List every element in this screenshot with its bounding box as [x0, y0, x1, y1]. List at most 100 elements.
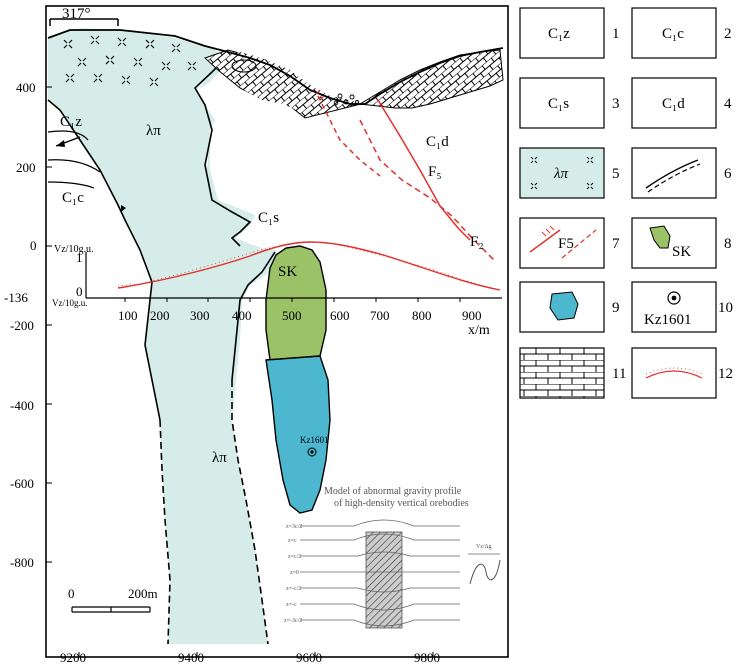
- legend-text-3: C₁s: [548, 96, 569, 112]
- label-c1d: C₁d: [426, 134, 449, 150]
- section-x-tickmarks: [78, 652, 434, 657]
- legend: C₁z 1 C₁c 2 C₁s 3 C₁d 4 λπ 5 6: [519, 7, 733, 399]
- profile-xtick-500: 500: [282, 308, 302, 323]
- legend-box-1: [519, 7, 605, 59]
- legend-text-2: C₁c: [662, 26, 684, 42]
- porphyry-boundary-dashed-right: [231, 380, 269, 645]
- legend-num-6: 6: [724, 166, 732, 182]
- legend-text-7: F5: [558, 236, 574, 252]
- orebody: [265, 355, 331, 514]
- bearing-marker: 317°: [49, 6, 119, 26]
- inset-title-line2: of high-density vertical orebodies: [334, 498, 469, 509]
- gravity-anomaly-curve: [117, 241, 501, 291]
- label-c1s: C₁s: [258, 210, 279, 226]
- porphyry-boundary-lower-right: [231, 251, 276, 381]
- legend-box-10: [631, 281, 717, 333]
- inset-model: Model of abnormal gravity profile of hig…: [284, 486, 501, 629]
- label-f2: F₂: [470, 234, 484, 250]
- label-lp-bottom: λπ: [212, 450, 227, 466]
- legend-num-7: 7: [612, 236, 620, 252]
- inset-side-label: Vz/Δg: [476, 544, 492, 550]
- label-c1c: C₁c: [62, 190, 84, 206]
- profile-xtick-600: 600: [330, 308, 350, 323]
- label-c1z: C₁z: [60, 114, 82, 130]
- ytick-0: 0: [30, 238, 37, 253]
- contact-marker: [121, 205, 126, 212]
- legend-box-8: [631, 217, 717, 269]
- profile-xtick-400: 400: [232, 308, 252, 323]
- section-y-ticks: 400 200 0 -136 -200 -400 -600 -800: [4, 80, 37, 570]
- legend-text-8: SK: [672, 244, 691, 260]
- ytick-neg136: -136: [4, 290, 28, 305]
- xtick-9200: 9200: [60, 650, 86, 665]
- label-f5: F₅: [428, 164, 442, 180]
- xtick-9400: 9400: [178, 650, 204, 665]
- profile-xtick-700: 700: [370, 308, 390, 323]
- xtick-9800: 9800: [414, 650, 440, 665]
- profile-xtick-300: 300: [190, 308, 210, 323]
- profile-ytick-1: 1: [76, 250, 83, 265]
- legend-num-1: 1: [612, 26, 620, 42]
- legend-orebody-shape: [549, 291, 579, 321]
- legend-num-5: 5: [612, 166, 620, 182]
- legend-num-4: 4: [724, 96, 732, 112]
- ytick-neg600: -600: [10, 476, 34, 491]
- profile-ytick-0: 0: [76, 284, 83, 299]
- borehole-icon: [307, 447, 317, 457]
- section-y-tickmarks: [46, 86, 52, 563]
- ytick-neg800: -800: [10, 555, 34, 570]
- inset-row-2: z=c: [288, 538, 297, 544]
- label-borehole: Kz1601: [300, 435, 329, 445]
- ytick-400: 400: [16, 80, 36, 95]
- profile-y-label: Vz/10g.u.: [54, 244, 93, 255]
- legend-fault-line: [529, 229, 561, 253]
- inset-title-line1: Model of abnormal gravity profile: [324, 486, 462, 497]
- legend-num-12: 12: [718, 366, 733, 382]
- gravity-profile: Vz/10g.u. Vz/10g.u. 1 0 100 200 300 400 …: [52, 241, 502, 338]
- ytick-neg200: -200: [10, 318, 34, 333]
- porphyry-lower-left: [48, 30, 280, 644]
- porphyry-boundary-dashed-left: [159, 419, 171, 645]
- legend-num-3: 3: [612, 96, 620, 112]
- conglomerate: [333, 93, 359, 106]
- legend-skarn-shape: [649, 225, 671, 249]
- label-sk: SK: [278, 264, 297, 280]
- legend-num-11: 11: [612, 366, 626, 382]
- legend-box-12: [631, 347, 717, 399]
- profile-x-unit: x/m: [468, 323, 490, 338]
- inset-row-5: z=-c/2: [286, 586, 301, 592]
- legend-num-9: 9: [612, 300, 620, 316]
- inset-row-7: z=-3c/2: [284, 618, 302, 624]
- profile-xtick-200: 200: [150, 308, 170, 323]
- fault-ticks: [315, 89, 325, 101]
- inset-orebody: [365, 531, 403, 629]
- legend-porphyry-symbols: [530, 156, 594, 190]
- profile-xtick-900: 900: [462, 308, 482, 323]
- lens-body: [231, 59, 257, 73]
- legend-text-4: C₁d: [662, 96, 685, 112]
- legend-box-5: [519, 147, 605, 199]
- xtick-9600: 9600: [296, 650, 322, 665]
- legend-box-4: [631, 77, 717, 129]
- legend-text-10: Kz1601: [644, 312, 692, 328]
- skarn-orebody-contact: [265, 355, 321, 361]
- topographic-surface: [47, 29, 504, 105]
- fault-f5: [317, 95, 497, 263]
- profile-y-label-lower: Vz/10g.u.: [52, 298, 88, 308]
- profile-xtick-100: 100: [118, 308, 138, 323]
- legend-num-8: 8: [724, 236, 732, 252]
- profile-x-ticks: 100 200 300 400 500 600 700 800 900: [118, 308, 482, 323]
- legend-contact-line: [645, 159, 699, 189]
- porphyry-boundary-left: [47, 99, 161, 421]
- legend-box-2: [631, 7, 717, 59]
- legend-borehole-icon: [667, 291, 681, 305]
- inset-row-6: z=-c: [286, 602, 297, 608]
- section-frame: [45, 5, 509, 658]
- legend-num-2: 2: [724, 26, 732, 42]
- porphyry-boundary-right: [193, 57, 252, 247]
- scale-bar: 0 200m: [68, 586, 158, 613]
- label-lp-top: λπ: [146, 123, 161, 139]
- inset-row-3: z=c/2: [288, 554, 301, 560]
- c1d-dolomite: [358, 49, 504, 109]
